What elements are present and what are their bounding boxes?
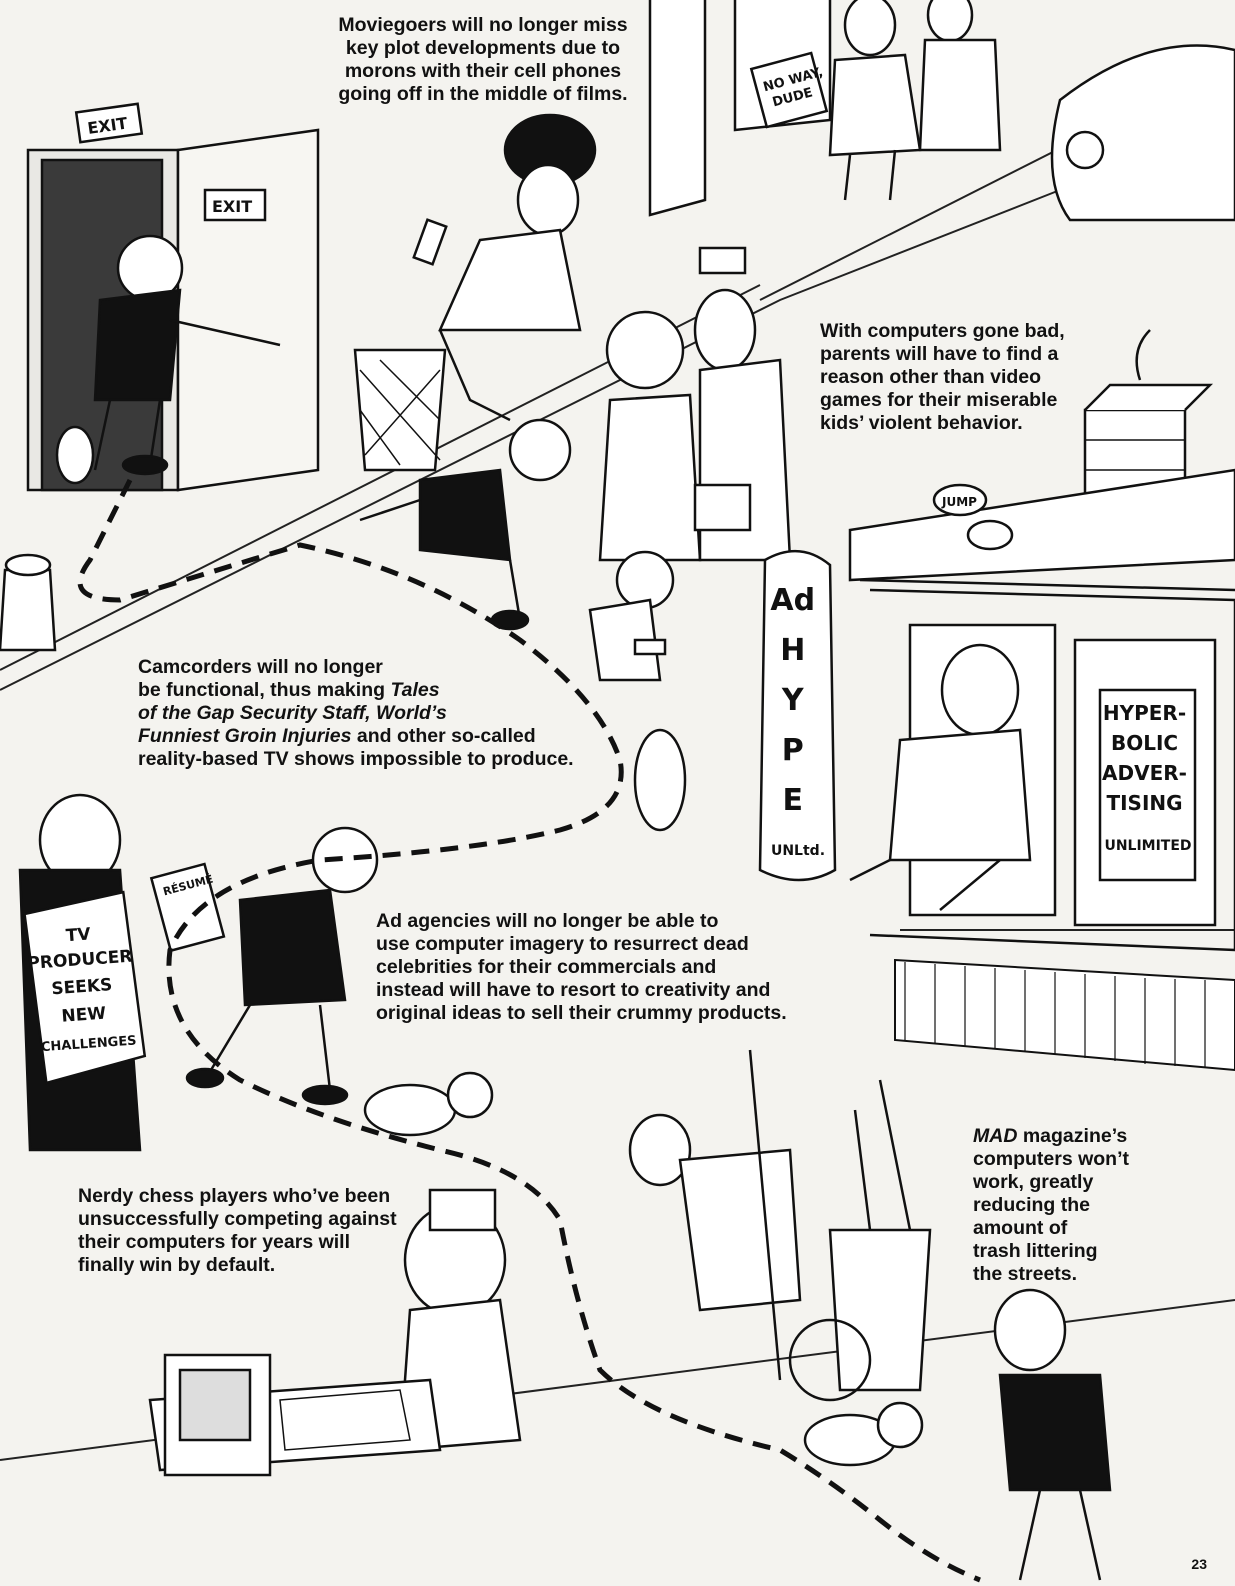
dogs bbox=[55, 425, 924, 1467]
storefront-top bbox=[648, 0, 832, 217]
running-man bbox=[359, 418, 572, 631]
caption-chess-players: Nerdy chess players who’ve been unsucces… bbox=[78, 1185, 397, 1276]
street-sweeper bbox=[628, 1049, 932, 1402]
chess-player bbox=[398, 1188, 522, 1452]
resume-guy bbox=[149, 826, 379, 1106]
dashed-path bbox=[77, 478, 981, 1583]
trash-can bbox=[353, 348, 447, 472]
woman-cellphone bbox=[412, 113, 597, 422]
kid-bottom-right bbox=[993, 1288, 1112, 1581]
ad-exec-jumping bbox=[849, 643, 1032, 911]
fire-hydrant bbox=[0, 553, 57, 652]
tv-producer bbox=[18, 793, 147, 1152]
caption-mad-magazine: MAD magazine’s computers won’t work, gre… bbox=[973, 1125, 1130, 1285]
worried-couple bbox=[598, 246, 792, 562]
awning bbox=[894, 958, 1235, 1072]
kid-camcorder bbox=[588, 550, 675, 682]
caption-ad-agencies: Ad agencies will no longer be able to us… bbox=[376, 910, 787, 1024]
hyperbolic-sign: HYPER- BOLIC ADVER- TISING UNLIMITED bbox=[1102, 701, 1194, 854]
ad-hype-sign bbox=[758, 549, 837, 882]
caption-camcorders: Camcorders will no longer be functional,… bbox=[138, 656, 574, 770]
caption-computers-gone-bad: With computers gone bad, parents will ha… bbox=[820, 320, 1065, 434]
caption-moviegoers: Moviegoers will no longer miss key plot … bbox=[338, 14, 628, 105]
chess-table-computer bbox=[148, 1353, 442, 1477]
rooftop bbox=[848, 468, 1235, 592]
exit-sign-door: EXIT bbox=[212, 197, 252, 216]
ad-hype-text: Ad H Y P E UNLtd. bbox=[770, 583, 825, 859]
man-at-exit bbox=[93, 234, 281, 476]
people-top-right bbox=[828, 0, 1235, 222]
agency-building bbox=[869, 588, 1235, 952]
jump-bubble: JUMP bbox=[941, 495, 977, 509]
page-number: 23 bbox=[1191, 1556, 1207, 1572]
